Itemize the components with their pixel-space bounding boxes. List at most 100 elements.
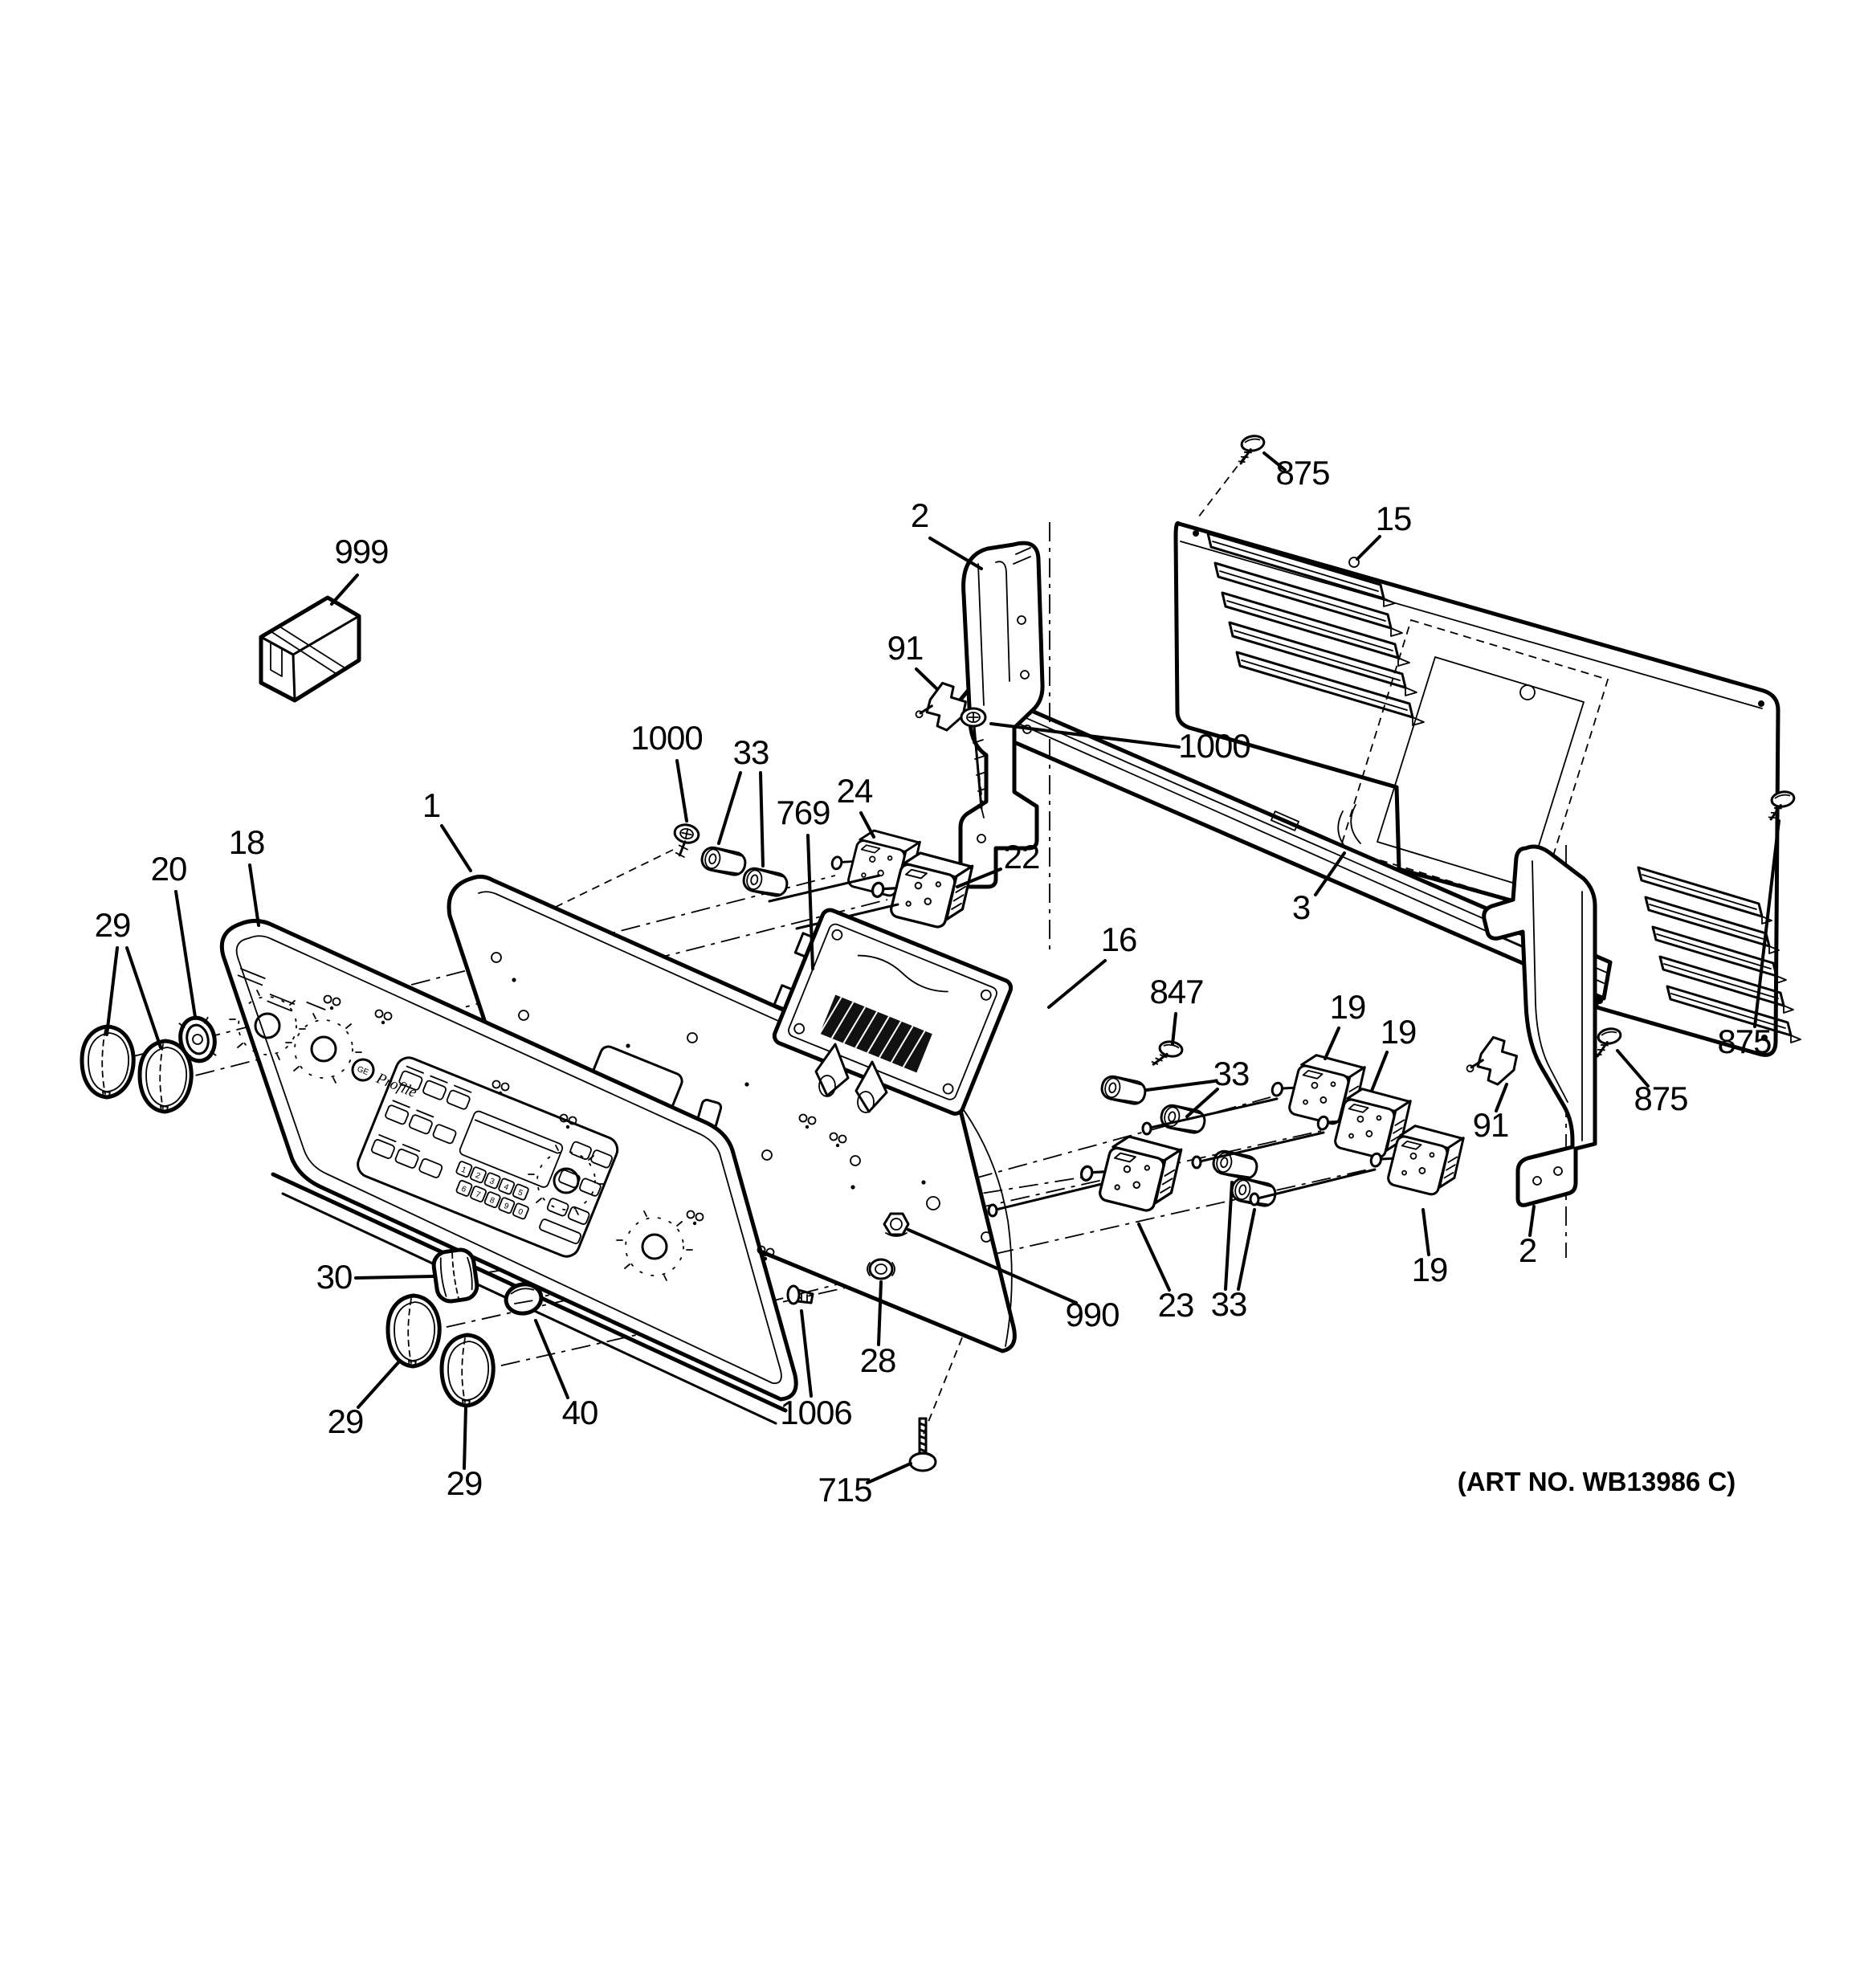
leader-line-999 [330, 574, 359, 606]
leader-line-28 [877, 1280, 883, 1346]
leader-line-1000-left [675, 759, 688, 823]
part-29-knob-1 [82, 1027, 133, 1098]
leader-line-16 [1047, 959, 1107, 1009]
part-label-33-top: 33 [733, 733, 769, 771]
part-label-19-c: 19 [1412, 1251, 1448, 1288]
leader-line-40 [534, 1319, 569, 1399]
part-label-769: 769 [776, 794, 830, 831]
part-label-15: 15 [1376, 500, 1412, 537]
part-label-19-b: 19 [1381, 1013, 1417, 1051]
part-label-3: 3 [1292, 888, 1310, 926]
leader-line-33-top [717, 771, 742, 845]
leader-line-19-b [1370, 1051, 1389, 1092]
number-key-4 [498, 1178, 516, 1195]
number-key-1 [455, 1161, 473, 1178]
part-label-33-right: 33 [1213, 1055, 1250, 1092]
switch-shaft-rods [994, 1097, 1377, 1211]
part-label-20: 20 [151, 850, 187, 888]
leader-line-2-left [928, 537, 983, 570]
leader-line-15 [1356, 535, 1381, 561]
leader-line-33-right [1145, 1080, 1216, 1092]
part-1000-screw-right [960, 707, 988, 818]
part-33-spacer-2 [740, 865, 790, 900]
part-label-19-a: 19 [1330, 988, 1366, 1026]
number-key-label-7: 7 [474, 1190, 482, 1200]
switch-24-shaft-rod [768, 874, 881, 903]
leader-line-22 [956, 867, 1002, 888]
leader-line-3 [1314, 851, 1346, 896]
part-label-28: 28 [860, 1341, 896, 1379]
leader-line-847 [1171, 1012, 1177, 1046]
leader-line-29-mid [357, 1359, 402, 1409]
number-key-label-8: 8 [488, 1196, 496, 1206]
part-label-24: 24 [837, 772, 873, 810]
leader-line-29-top-b [125, 946, 162, 1049]
leader-line-29-top [105, 946, 119, 1036]
number-key-0 [512, 1202, 529, 1220]
number-key-label-4: 4 [503, 1182, 511, 1192]
part-33-spacer-1 [699, 844, 748, 879]
part-2-bracket-right [1482, 844, 1597, 1258]
number-key-8 [483, 1191, 501, 1209]
number-key-label-6: 6 [460, 1185, 468, 1194]
part-label-875-top: 875 [1275, 454, 1329, 492]
part-label-16: 16 [1101, 921, 1137, 958]
part-label-2-right: 2 [1519, 1231, 1536, 1269]
leader-line-18 [248, 863, 260, 927]
leader-line-19-c [1421, 1208, 1430, 1256]
part-29-knob-3 [388, 1296, 439, 1367]
number-key-label-9: 9 [503, 1202, 511, 1211]
part-33-spacer-3 [1099, 1073, 1148, 1108]
part-label-990: 990 [1065, 1296, 1119, 1333]
number-key-label-3: 3 [488, 1177, 496, 1186]
part-91-clip-left [915, 681, 967, 732]
leader-line-20 [174, 890, 197, 1018]
leader-line-91-left [915, 667, 939, 691]
number-key-3 [483, 1172, 501, 1190]
part-label-999: 999 [334, 533, 388, 570]
part-label-1000-right: 1000 [1178, 727, 1250, 765]
part-15-leader-hole [1348, 557, 1360, 568]
part-label-1006: 1006 [780, 1394, 851, 1431]
part-16-control-board [772, 908, 1014, 1116]
part-990-nut [883, 1212, 910, 1237]
part-label-29-bottom: 29 [447, 1464, 483, 1502]
part-label-22: 22 [1004, 838, 1040, 876]
part-label-875-right-b: 875 [1634, 1080, 1687, 1117]
leader-line-24 [859, 811, 875, 839]
leader-line-19-a [1324, 1027, 1340, 1060]
part-28-grommet [867, 1258, 895, 1280]
part-label-847: 847 [1149, 973, 1203, 1010]
leader-line-23 [1137, 1223, 1171, 1292]
part-999-literature-box [259, 595, 361, 703]
part-label-40: 40 [562, 1394, 598, 1431]
leader-line-1006 [800, 1309, 813, 1398]
leader-line-33-bottom [1224, 1181, 1234, 1291]
leader-line-91-right [1495, 1083, 1508, 1112]
part-label-29-mid: 29 [328, 1402, 364, 1440]
number-key-9 [498, 1197, 516, 1214]
leader-line-33-top-b [759, 771, 765, 867]
leader-line-990 [907, 1228, 1078, 1304]
vent-slot-marks [237, 968, 326, 1012]
part-label-91-left: 91 [887, 629, 924, 667]
part-29-knob-4 [442, 1335, 493, 1406]
part-label-23: 23 [1158, 1286, 1194, 1324]
part-label-1: 1 [422, 786, 440, 824]
part-label-29-top: 29 [95, 906, 131, 944]
part-847-screw [1150, 1038, 1185, 1070]
part-30-knob [431, 1247, 479, 1304]
part-1000-screw-left [671, 821, 702, 858]
number-key-2 [470, 1166, 487, 1184]
part-label-875-right-a: 875 [1717, 1023, 1771, 1060]
part-91-clip-right [1466, 1035, 1518, 1086]
part-875-screw-top [1234, 433, 1269, 465]
number-key-5 [512, 1183, 529, 1201]
part-label-30: 30 [316, 1258, 353, 1296]
leader-line-875-right-b [1616, 1049, 1650, 1088]
leader-line-33-right-b [1185, 1088, 1219, 1118]
leader-line-2-right [1528, 1205, 1536, 1237]
